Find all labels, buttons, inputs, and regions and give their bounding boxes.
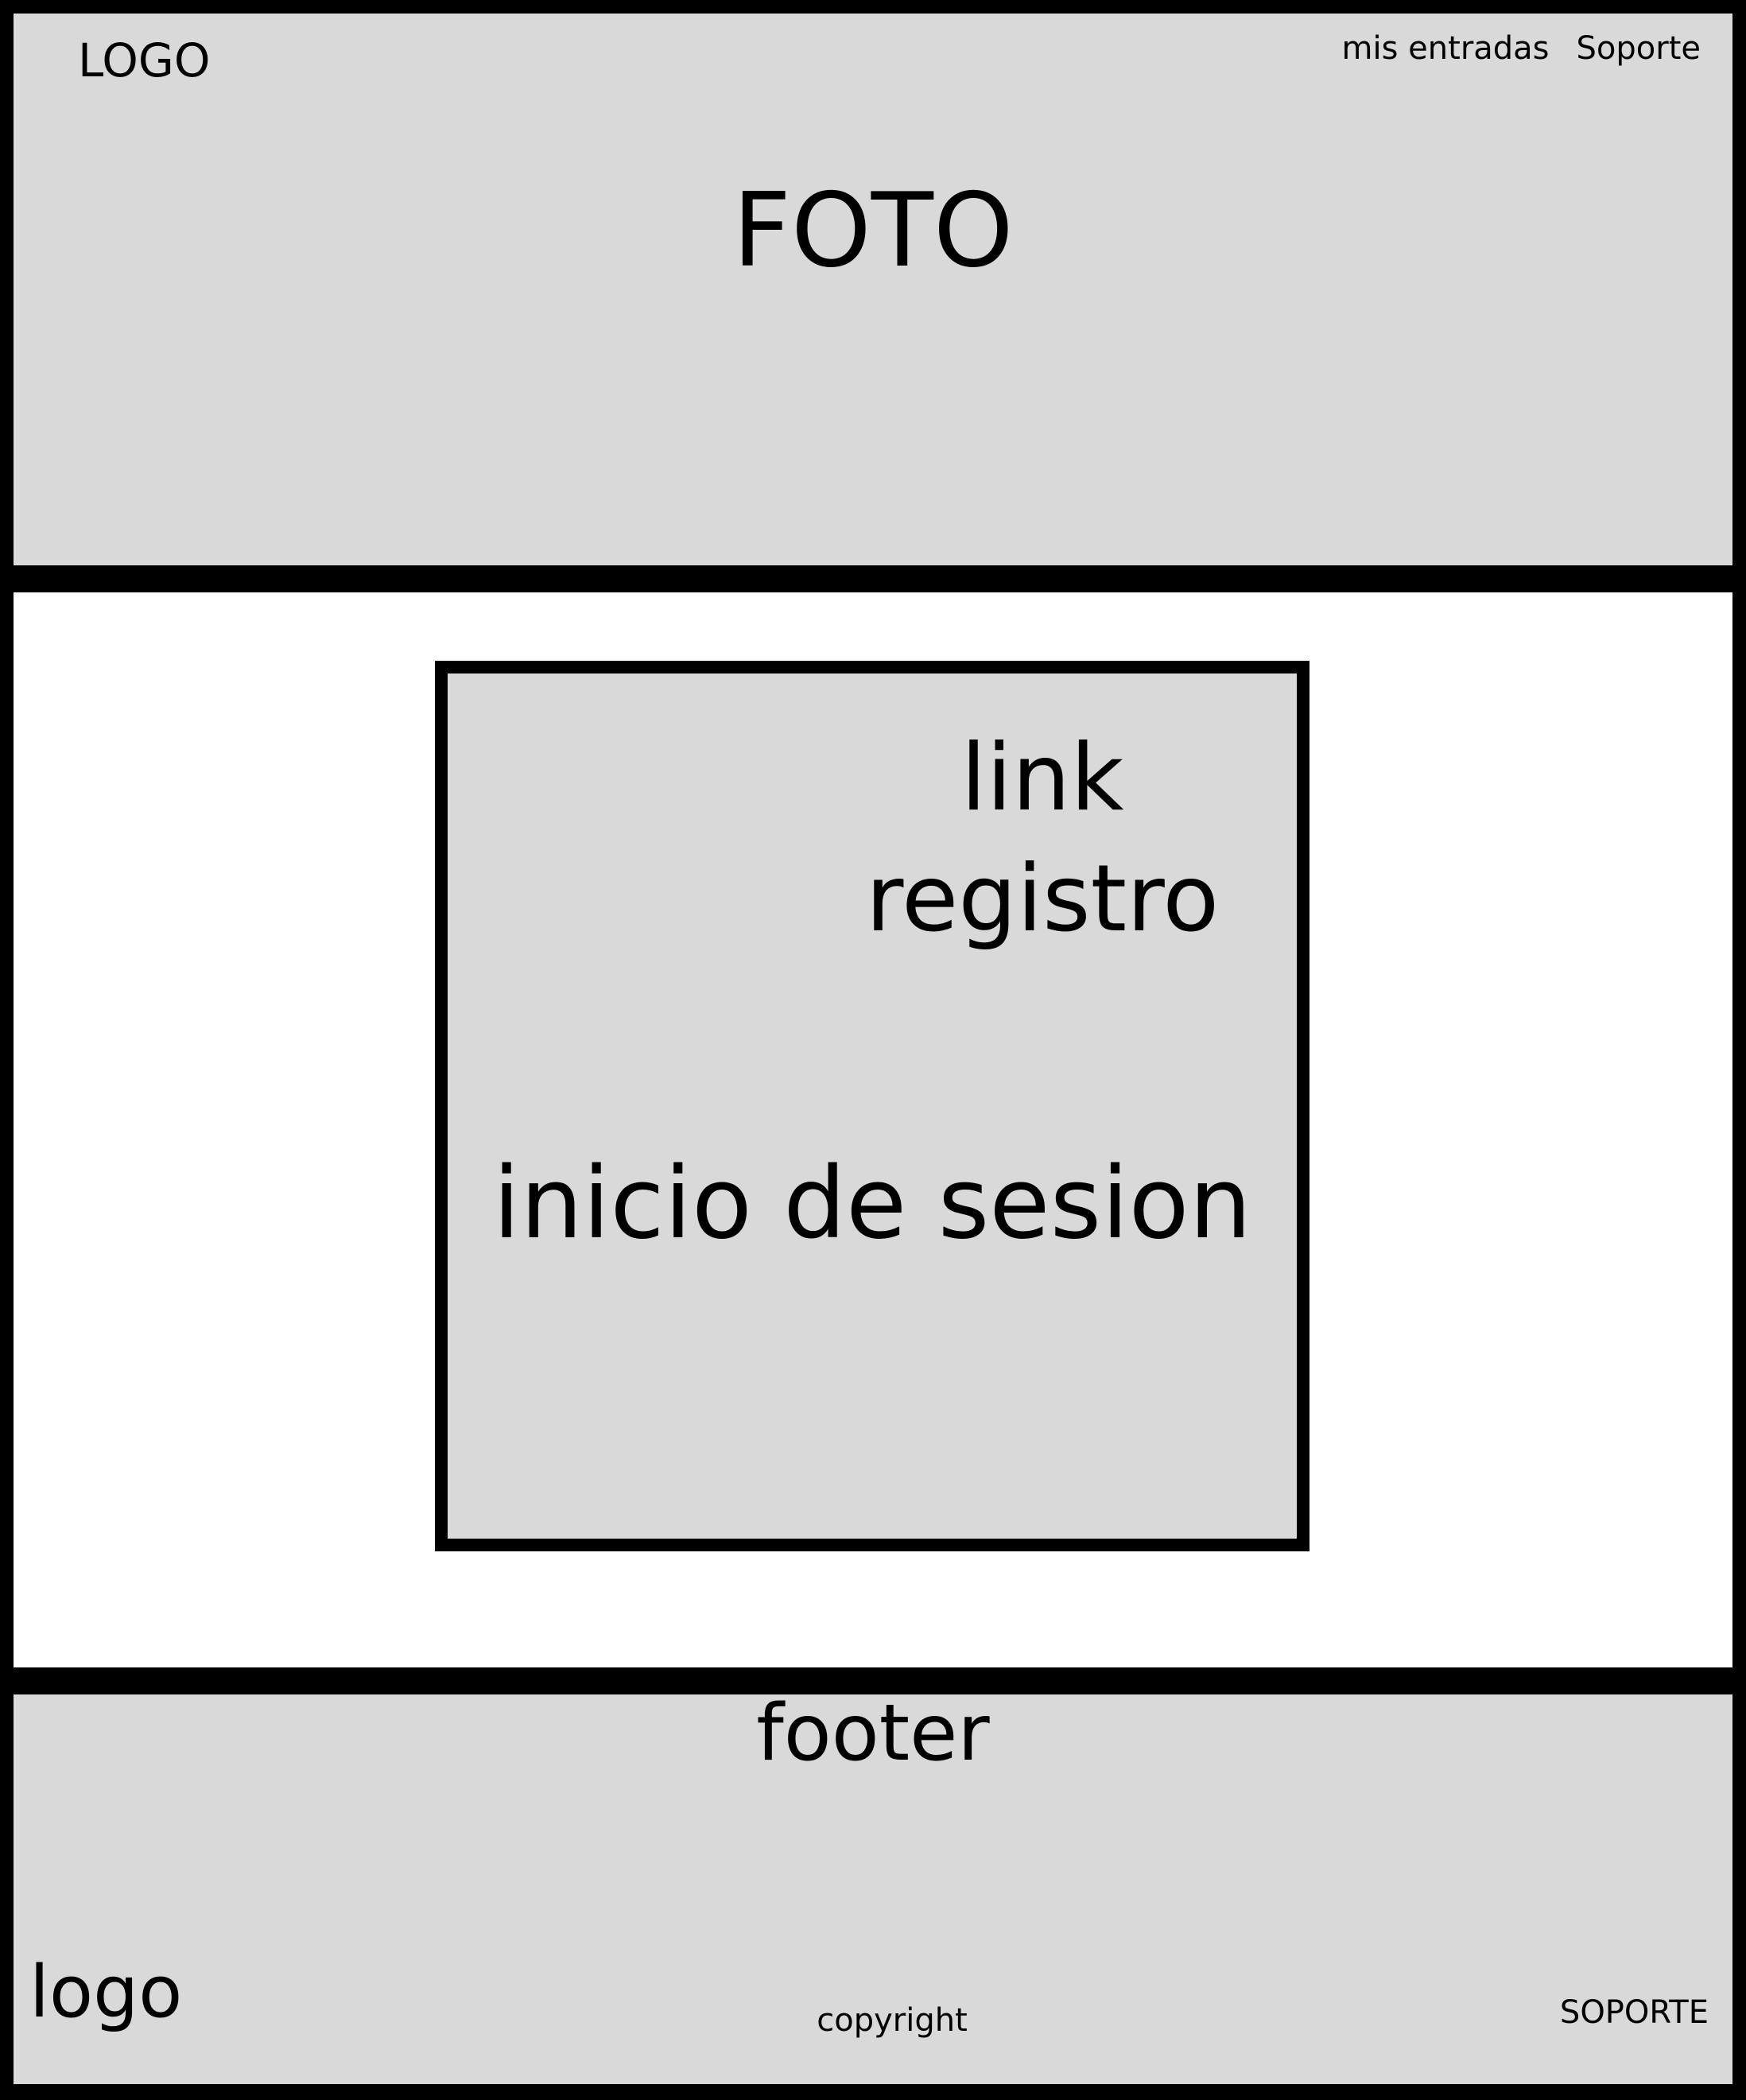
- footer: footer logo copyright SOPORTE: [14, 1694, 1732, 2084]
- register-link[interactable]: link registro: [865, 724, 1220, 953]
- login-form-placeholder[interactable]: inicio de sesion: [492, 1147, 1252, 1261]
- footer-logo[interactable]: logo: [29, 1951, 183, 2034]
- top-nav: mis entradas Soporte: [1342, 33, 1701, 64]
- hero-photo-placeholder: FOTO: [732, 172, 1014, 290]
- header-logo[interactable]: LOGO: [78, 33, 211, 87]
- footer-soporte-link[interactable]: SOPORTE: [1559, 1994, 1709, 2031]
- login-box: link registro inicio de sesion: [435, 661, 1310, 1551]
- nav-link-soporte[interactable]: Soporte: [1576, 30, 1701, 67]
- nav-link-mis-entradas[interactable]: mis entradas: [1341, 30, 1550, 67]
- footer-title: footer: [756, 1688, 990, 1779]
- header: LOGO mis entradas Soporte FOTO: [14, 14, 1732, 565]
- main-content: link registro inicio de sesion: [14, 592, 1732, 1667]
- copyright-text: copyright: [817, 2002, 968, 2039]
